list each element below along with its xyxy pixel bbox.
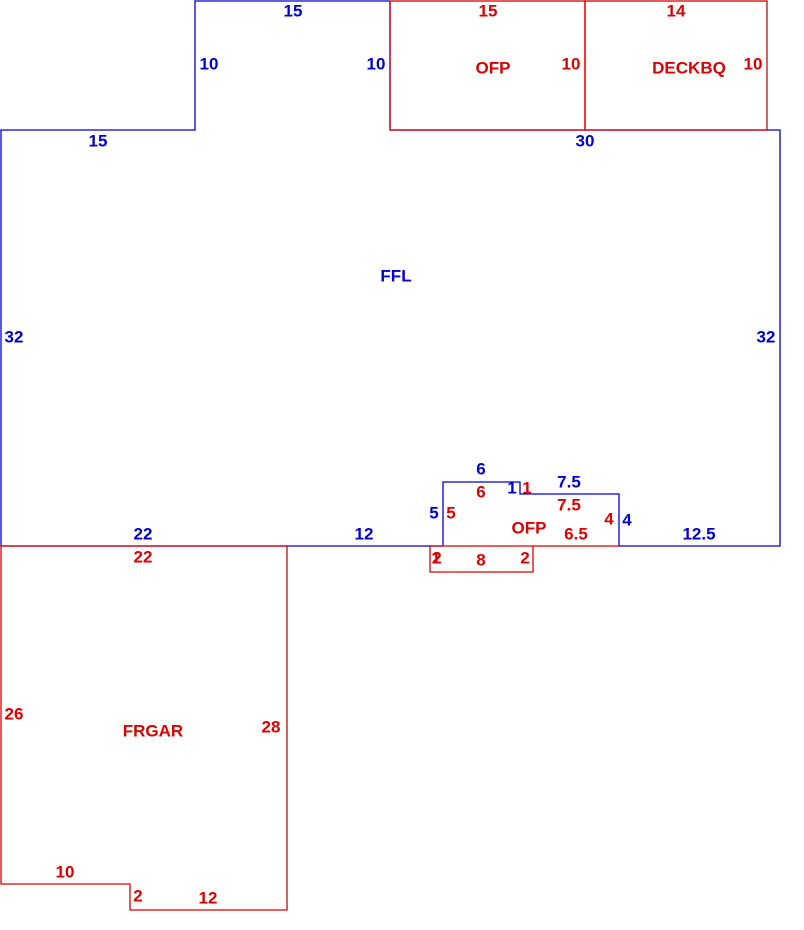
ffl-dim-right: 32 [757, 327, 776, 346]
ffl-dim-notch-top-right: 7.5 [557, 472, 581, 491]
ofp-front-dim-bottom: 8 [476, 550, 485, 569]
ffl-dim-left: 32 [5, 327, 24, 346]
ofp-front-dim-top: 6 [476, 482, 485, 501]
deckbq-outline[interactable] [584, 0, 768, 131]
ofp-top-dim-top: 15 [479, 1, 498, 20]
ofp-front-dim-drop-right: 2 [520, 548, 529, 567]
deckbq-dim-right: 10 [744, 54, 763, 73]
ofp-front-dim-bottom-right: 6.5 [564, 524, 588, 543]
ffl-label: FFL [380, 266, 411, 285]
deckbq-dim-top: 14 [667, 1, 686, 20]
ofp-front-dim-top-right: 7.5 [557, 495, 581, 514]
ffl-dim-bottom-right: 12.5 [682, 524, 715, 543]
deckbq-label: DECKBQ [652, 58, 726, 77]
frgar-outline[interactable] [0, 545, 288, 911]
ofp-front-dim-right: 4 [604, 509, 614, 528]
ffl-dim-notch-step: 1 [507, 478, 516, 497]
ffl-dim-bump-right: 10 [367, 54, 386, 73]
ofp-front-dim-drop-left-b: 1 [431, 548, 440, 567]
ofp-top-label: OFP [476, 58, 511, 77]
ffl-dim-top-right: 30 [576, 131, 595, 150]
ofp-front-label: OFP [512, 518, 547, 537]
frgar-dim-top: 22 [134, 547, 153, 566]
ofp-front-dim-drop-left-a: 2 [432, 548, 441, 567]
ofp-front-outline[interactable] [429, 545, 619, 573]
ofp-front-dim-step: 1 [522, 478, 531, 497]
ofp-top-dim-right: 10 [562, 54, 581, 73]
ffl-dim-bump-left: 10 [200, 54, 219, 73]
ffl-dim-bottom-mid: 12 [355, 524, 374, 543]
frgar-dim-bottom-left: 10 [56, 862, 75, 881]
ffl-dim-notch-right: 4 [622, 510, 632, 529]
frgar-dim-bottom-right: 12 [199, 888, 218, 907]
ffl-dim-notch-left: 5 [429, 503, 438, 522]
ofp-front-dim-left: 5 [446, 503, 455, 522]
ffl-dim-top-left: 15 [89, 131, 108, 150]
frgar-dim-jog: 2 [133, 886, 142, 905]
frgar-dim-left: 26 [5, 704, 24, 723]
frgar-label: FRGAR [123, 721, 183, 740]
ffl-dim-notch-top: 6 [476, 459, 485, 478]
ffl-dim-bottom-left: 22 [134, 524, 153, 543]
ffl-dim-top-bump: 15 [284, 1, 303, 20]
frgar-dim-right: 28 [262, 717, 281, 736]
